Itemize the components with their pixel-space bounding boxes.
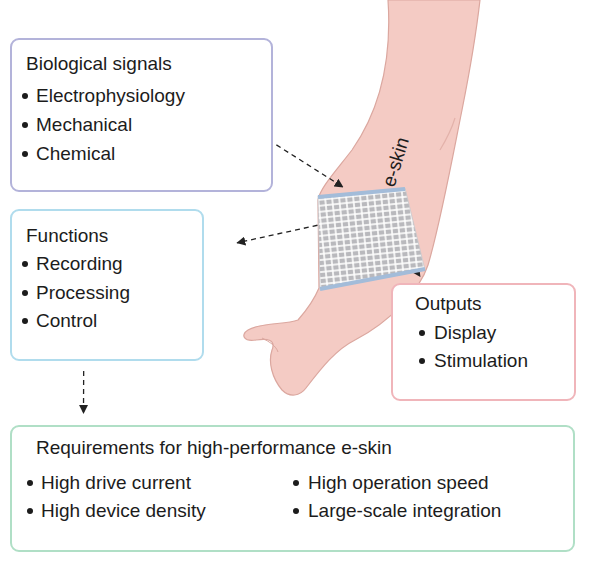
bullet-dot — [22, 318, 28, 324]
bullet-dot — [22, 93, 28, 99]
list-item: High drive current — [41, 472, 191, 494]
requirement-box: Requirements for high-performance e-skin… — [10, 425, 575, 552]
thumb-crease — [262, 338, 278, 352]
list-item: Electrophysiology — [36, 85, 185, 107]
box-heading: Biological signals — [26, 53, 172, 75]
box-heading: Outputs — [415, 293, 482, 315]
bullet-dot — [27, 508, 33, 514]
list-item: Large-scale integration — [308, 500, 501, 522]
bullet-dot — [22, 261, 28, 267]
list-item: High operation speed — [308, 472, 489, 494]
band-edge — [318, 189, 405, 197]
bullet-dot — [419, 330, 425, 336]
e-skin-band: e-skin — [317, 188, 427, 292]
box-heading: Requirements for high-performance e-skin — [36, 437, 392, 459]
output-box: OutputsDisplayStimulation — [391, 283, 576, 401]
band-mesh — [318, 188, 425, 290]
bullet-dot — [22, 290, 28, 296]
list-item: Control — [36, 310, 97, 332]
bullet-dot — [293, 508, 299, 514]
list-item: Mechanical — [36, 114, 132, 136]
dashed-arrow — [276, 145, 342, 187]
dashed-arrow — [83, 371, 84, 413]
band-outline — [317, 188, 427, 292]
list-item: Processing — [36, 282, 130, 304]
list-item: Stimulation — [434, 350, 528, 372]
list-item: High device density — [41, 500, 206, 522]
bullet-dot — [293, 480, 299, 486]
dashed-arrow — [237, 225, 317, 243]
list-item: Chemical — [36, 143, 115, 165]
function-box: FunctionsRecordingProcessingControl — [10, 209, 204, 361]
signal-box: Biological signalsElectrophysiologyMecha… — [10, 38, 273, 192]
list-item: Display — [434, 322, 496, 344]
elbow-crease — [440, 118, 455, 150]
bullet-dot — [22, 122, 28, 128]
list-item: Recording — [36, 253, 123, 275]
bullet-dot — [22, 151, 28, 157]
box-heading: Functions — [26, 225, 108, 247]
band-label: e-skin — [378, 135, 414, 190]
bullet-dot — [419, 358, 425, 364]
bullet-dot — [27, 480, 33, 486]
